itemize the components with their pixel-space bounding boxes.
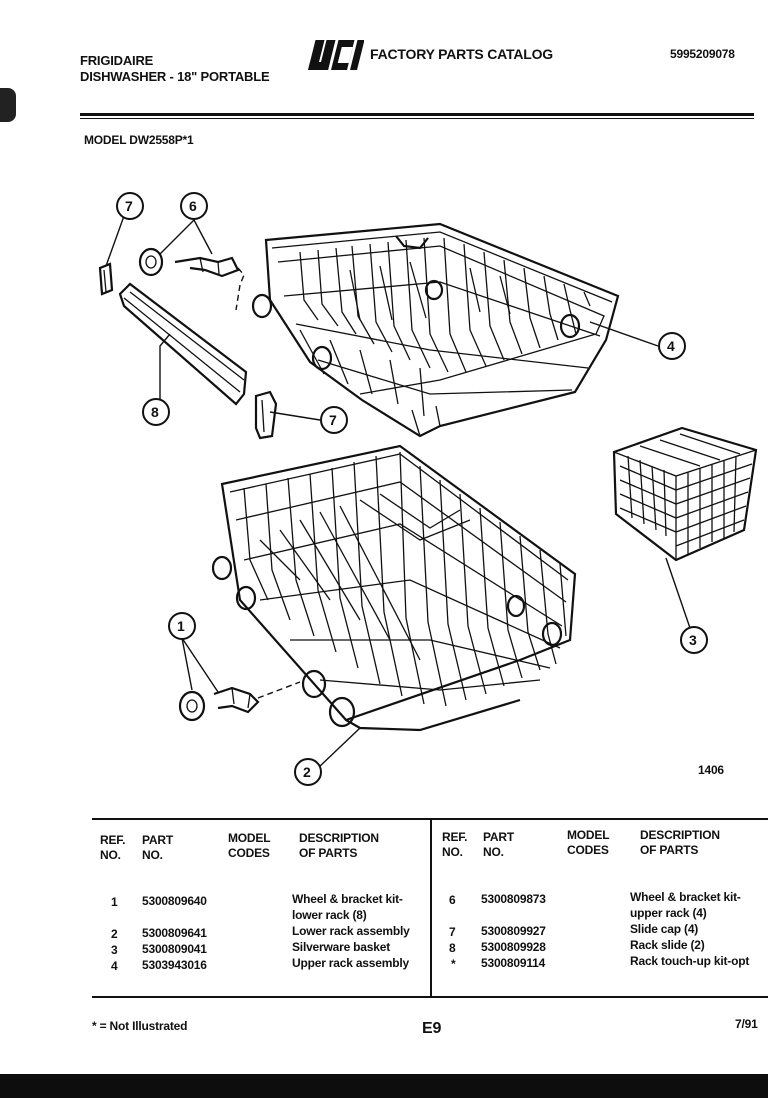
callout-2: 2 [294, 758, 322, 786]
product-name: DISHWASHER - 18" PORTABLE [80, 69, 270, 84]
right-row-1-ref: 6 [449, 893, 456, 907]
scan-edge-mark [0, 88, 16, 122]
right-row-3-ref: 8 [449, 941, 456, 955]
left-row-1-ref: 1 [111, 895, 118, 909]
left-row-3-desc: Silverware basket [292, 940, 390, 954]
right-row-2-desc: Slide cap (4) [630, 922, 699, 936]
right-row-4-part: 5300809114 [481, 956, 546, 970]
slide-cap-bottom [254, 390, 278, 440]
header-rule-bottom [80, 118, 754, 119]
upper-rack [251, 222, 620, 438]
model-label: MODEL DW2558P*1 [84, 133, 194, 147]
revision-date: 7/91 [735, 1017, 758, 1031]
left-row-4-part: 5303943016 [142, 958, 207, 972]
left-row-2-desc: Lower rack assembly [292, 924, 410, 938]
slide-cap-top [98, 262, 114, 296]
callout-3: 3 [680, 626, 708, 654]
left-row-1-desc2: lower rack (8) [292, 908, 367, 922]
left-row-2-part: 5300809641 [142, 926, 207, 940]
right-row-3-part: 5300809928 [481, 940, 546, 954]
footnote: * = Not Illustrated [92, 1019, 188, 1033]
silverware-basket [612, 426, 758, 562]
lower-wheel-bracket [178, 681, 301, 722]
svg-text:2: 2 [303, 764, 311, 780]
callout-4: 4 [658, 332, 686, 360]
right-row-4-desc: Rack touch-up kit-opt [630, 954, 750, 968]
callout-leaders [105, 215, 691, 769]
catalog-number: 5995209078 [670, 47, 735, 61]
left-row-1-desc: Wheel & bracket kit- [292, 892, 403, 906]
lower-rack [211, 444, 577, 732]
svg-text:1: 1 [177, 618, 185, 634]
svg-text:8: 8 [151, 404, 159, 420]
right-row-1-desc: Wheel & bracket kit- [630, 890, 741, 904]
left-row-3-part: 5300809041 [142, 942, 207, 956]
wci-logo [306, 38, 365, 72]
page-number: E9 [422, 1020, 442, 1037]
left-row-4-ref: 4 [111, 959, 118, 973]
callout-7-top: 7 [116, 192, 144, 220]
right-row-2-ref: 7 [449, 925, 456, 939]
right-row-1-desc2: upper rack (4) [630, 906, 707, 920]
left-header-ref: REF.NO. [100, 833, 126, 862]
left-row-1-part: 5300809640 [142, 894, 207, 908]
left-row-2-ref: 2 [111, 927, 118, 941]
callout-8: 8 [142, 398, 170, 426]
svg-text:6: 6 [189, 198, 197, 214]
svg-text:7: 7 [329, 412, 337, 428]
svg-text:4: 4 [667, 338, 675, 354]
figure-number: 1406 [698, 763, 724, 777]
header-rule-top [80, 113, 754, 116]
rack-slide [118, 282, 248, 406]
svg-text:3: 3 [689, 632, 697, 648]
right-row-2-part: 5300809927 [481, 924, 546, 938]
callout-1: 1 [168, 612, 196, 640]
catalog-title: FACTORY PARTS CATALOG [370, 46, 553, 62]
right-row-3-desc: Rack slide (2) [630, 938, 705, 952]
right-header-ref: REF.NO. [442, 830, 468, 859]
left-row-4-desc: Upper rack assembly [292, 956, 409, 970]
brand-name: FRIGIDAIRE [80, 53, 154, 68]
callout-label: 7 [125, 198, 133, 214]
right-row-4-ref: * [451, 957, 456, 971]
callout-7-bottom: 7 [320, 406, 348, 434]
left-row-3-ref: 3 [111, 943, 118, 957]
scan-bottom-border [0, 1074, 768, 1098]
table-rule-bottom [92, 996, 768, 998]
parts-diagram: 7 6 8 7 4 3 1 2 [98, 192, 758, 786]
table-divider [430, 818, 432, 998]
upper-wheel-bracket [138, 247, 245, 311]
right-row-1-part: 5300809873 [481, 892, 546, 906]
callout-6: 6 [180, 192, 208, 220]
